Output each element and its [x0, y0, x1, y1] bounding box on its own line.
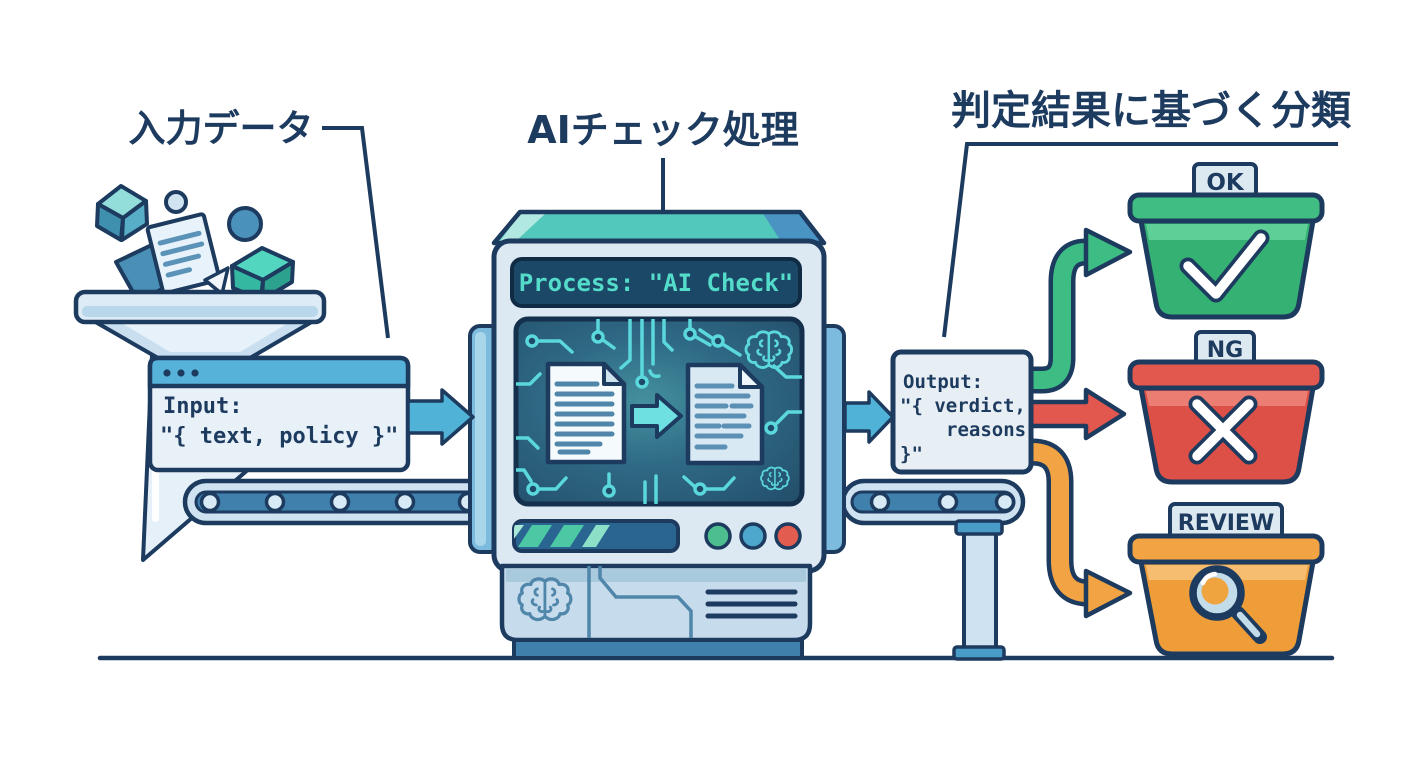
document-icon [145, 212, 222, 296]
bin-review-tag-text: REVIEW [1178, 511, 1274, 536]
conveyor-belt-right [840, 478, 1026, 661]
classification-label: 判定結果に基づく分類 [951, 88, 1352, 134]
circuit-traces [516, 319, 802, 504]
conveyor-belt-left [182, 478, 503, 526]
funnel-bowl-inner [120, 322, 290, 352]
machine-base [499, 563, 813, 660]
input-items [95, 184, 295, 303]
arrow-to-ok [1014, 227, 1133, 394]
machine-pedestal [512, 638, 804, 660]
magnifier-icon [1189, 565, 1267, 644]
green-button [704, 522, 732, 550]
circuit-nodes [525, 327, 778, 498]
input-data-label: 入力データ [129, 107, 314, 150]
conveyor-rollers [869, 491, 1016, 513]
bin-ok: OK [1127, 162, 1325, 320]
arrow-to-ng [1027, 387, 1127, 441]
ai-check-machine: Process: "AI Check" [468, 209, 846, 660]
bin-ng-tag-text: NG [1207, 338, 1243, 363]
conveyor-leg [952, 519, 1006, 661]
window-dots-icon [163, 369, 199, 377]
input-text-line2: "{ text, policy }" [160, 424, 398, 449]
input-window: Input: "{ text, policy }" [147, 355, 411, 473]
input-label-leader-line [322, 126, 390, 339]
data-shard [203, 266, 230, 296]
x-icon [1188, 395, 1258, 465]
input-text-line1: Input: [163, 394, 242, 419]
funnel-rim [73, 289, 327, 325]
bin-review-rim [1127, 533, 1325, 565]
machine-top [491, 209, 827, 246]
bin-ng: NG [1127, 330, 1325, 485]
output-text-line1: Output: [903, 371, 983, 393]
blue-button [739, 522, 767, 550]
arrow-to-review [1014, 438, 1133, 619]
cube-icon [95, 184, 149, 242]
red-button [774, 522, 802, 550]
output-text-line3: reasons [946, 419, 1026, 441]
output-box: Output: "{ verdict, reasons }" [890, 349, 1034, 475]
machine-screen [513, 316, 805, 507]
progress-bar [512, 519, 680, 553]
document-icon [545, 361, 627, 465]
document-icon [685, 362, 765, 466]
machine-buttons [704, 522, 802, 550]
classification-leader-line [942, 142, 1338, 338]
funnel-chute-highlight [152, 462, 159, 522]
machine-display: Process: "AI Check" [510, 257, 802, 308]
vent-lines [705, 589, 798, 619]
output-text-line2: "{ verdict, [900, 395, 1026, 417]
check-icon [1179, 229, 1270, 303]
input-window-titlebar [147, 355, 411, 389]
ai-check-label: AIチェック処理 [527, 108, 799, 152]
process-arrow-icon [630, 393, 683, 439]
output-text-line4: }" [900, 443, 923, 465]
data-dot-large [227, 206, 263, 242]
machine-display-text: Process: "AI Check" [519, 269, 794, 297]
bin-ng-rim [1127, 359, 1325, 391]
arrow-machine-to-output [843, 390, 895, 444]
bin-ok-rim [1127, 192, 1325, 224]
bin-review: REVIEW [1127, 502, 1325, 657]
data-dot-small [164, 190, 188, 214]
bin-ok-tag-text: OK [1206, 170, 1245, 196]
arrow-input-to-machine [406, 388, 475, 446]
